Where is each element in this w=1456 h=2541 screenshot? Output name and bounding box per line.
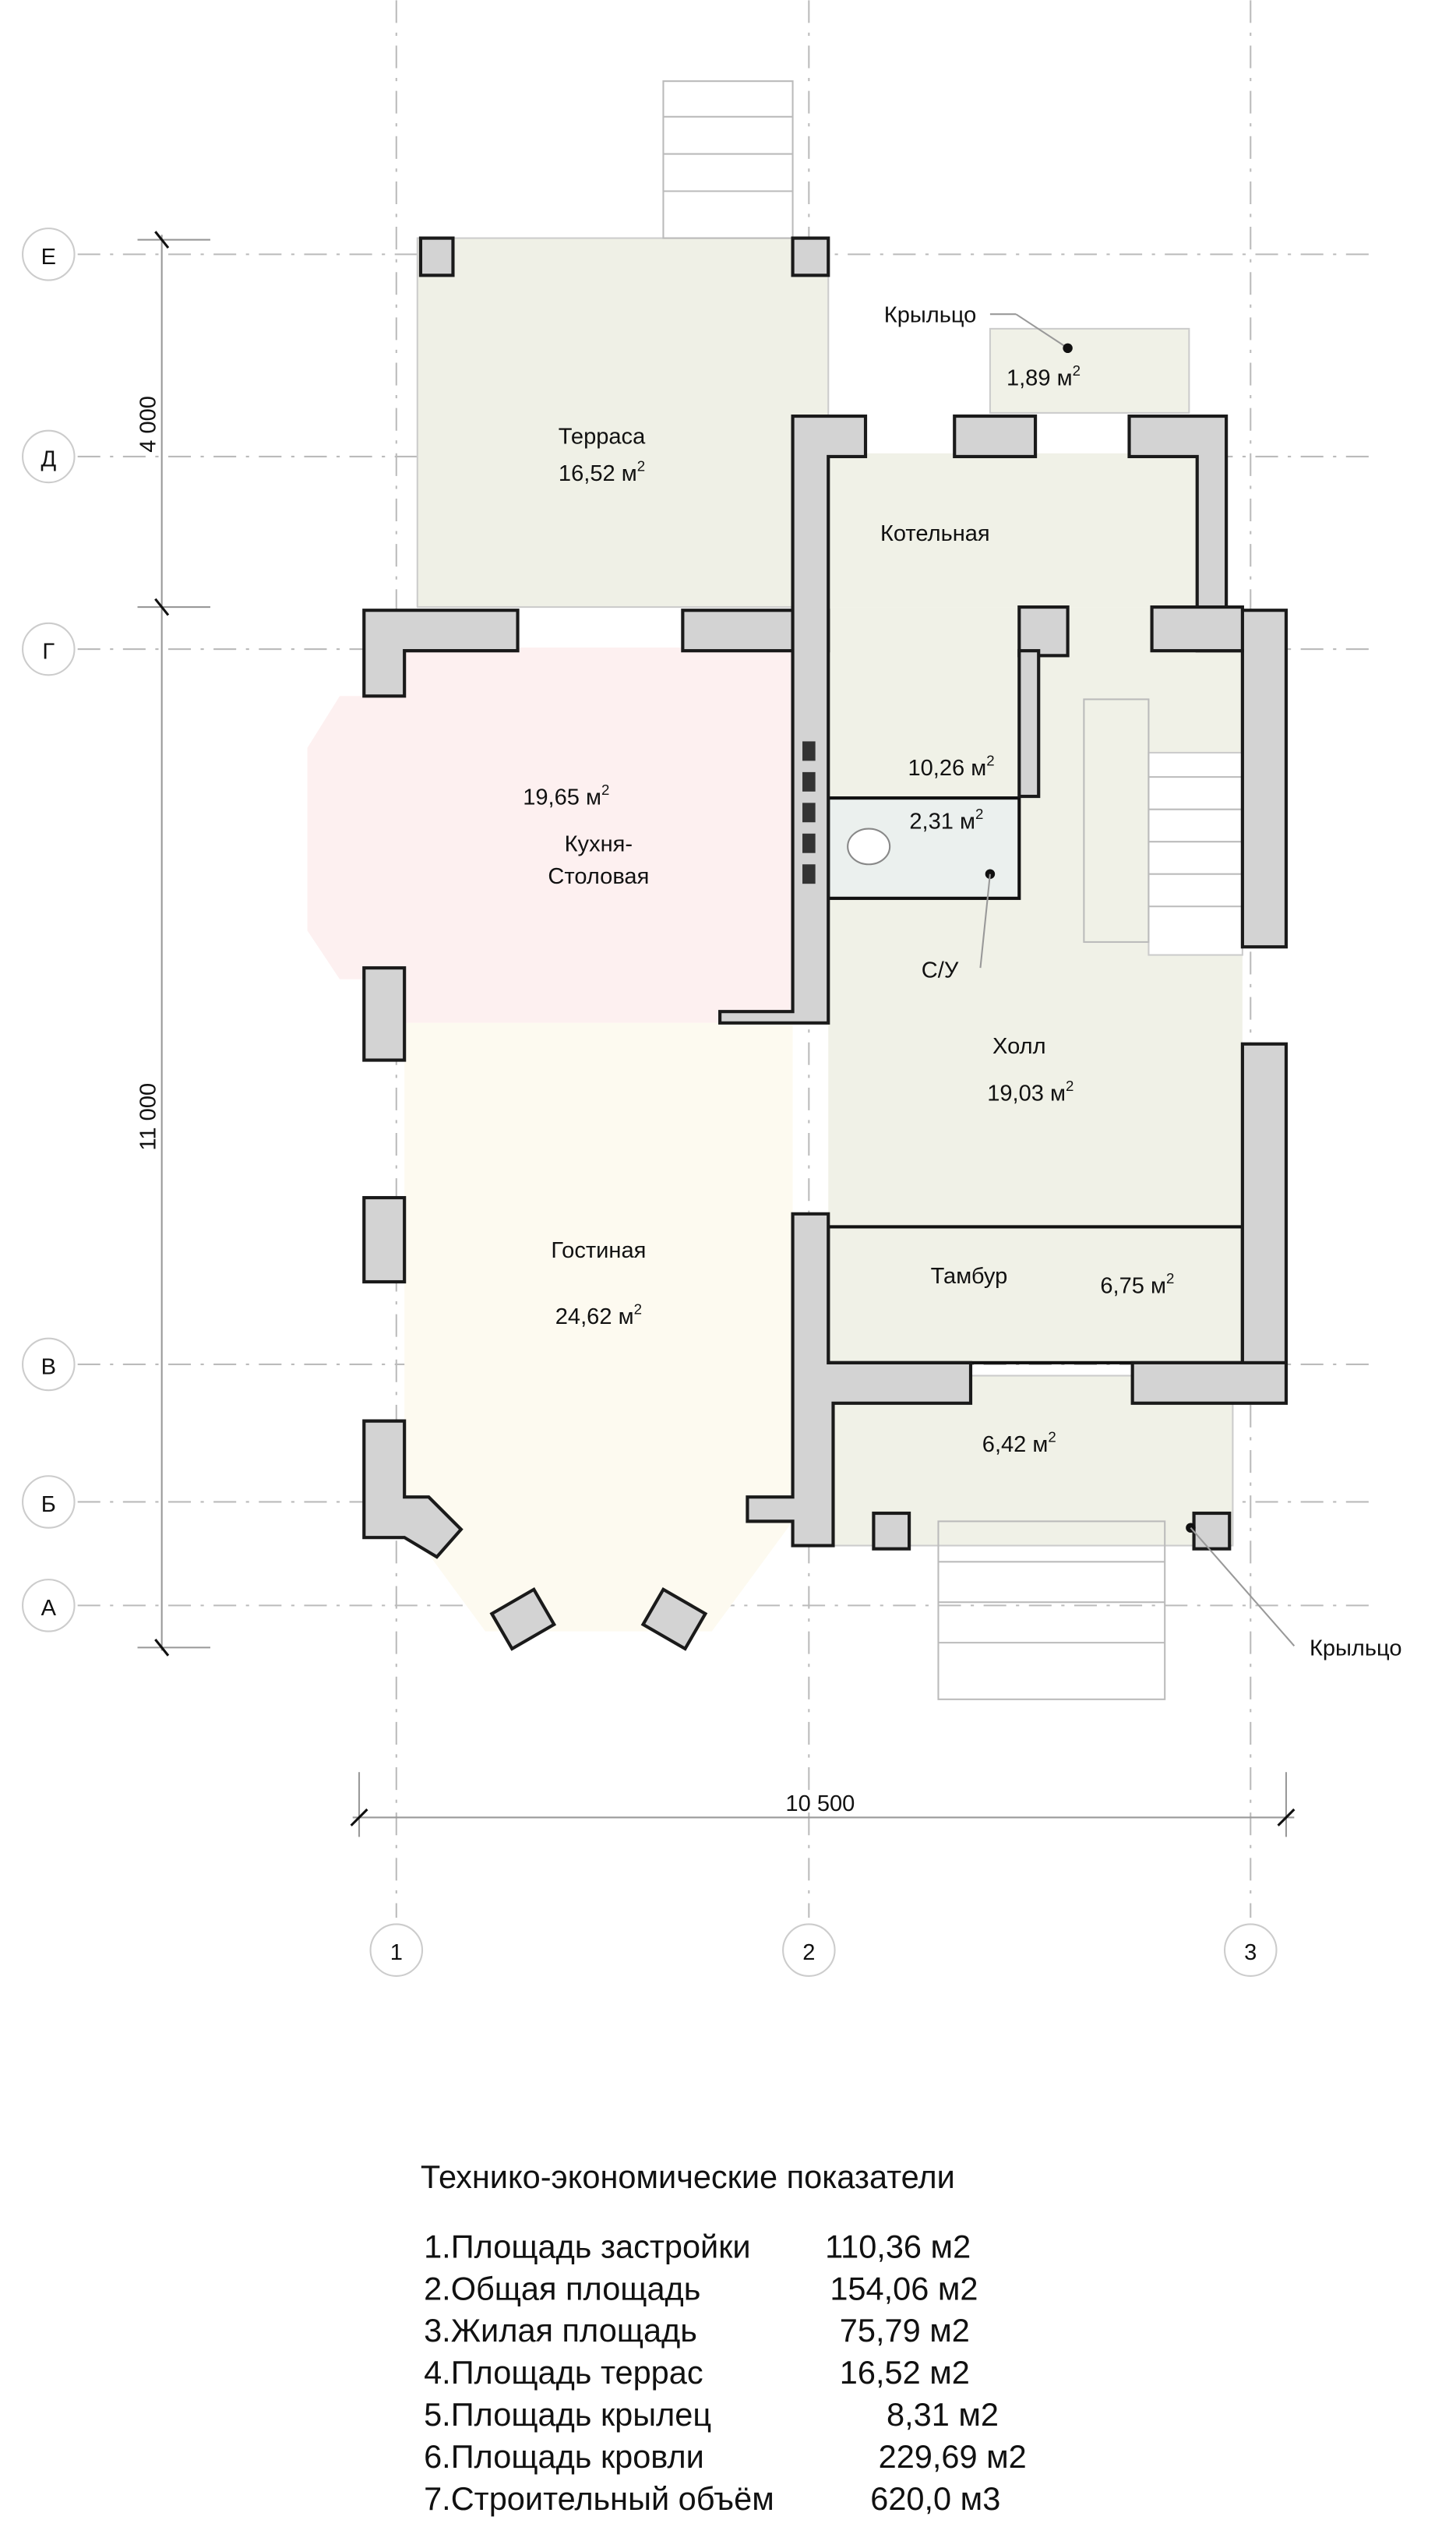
dimension-label: 11 000: [136, 1083, 160, 1151]
table-row-label: 2.Общая площадь: [424, 2270, 700, 2306]
table-row-value: 16,52 м2: [840, 2354, 970, 2391]
dimension-lines: 4 000 11 000 10 500: [136, 231, 1296, 1837]
axis-label: Д: [41, 446, 56, 471]
table-row-value: 8,31 м2: [887, 2396, 999, 2433]
room-name: Холл: [992, 1034, 1046, 1059]
table-row-label: 4.Площадь террас: [424, 2354, 703, 2391]
table-row-label: 7.Строительный объём: [424, 2480, 774, 2517]
room-name: Крыльцо: [884, 303, 977, 328]
room-name: Гостиная: [551, 1238, 646, 1263]
axis-label: В: [41, 1354, 56, 1379]
table-row-label: 3.Жилая площадь: [424, 2312, 697, 2349]
axis-markers: Е Д Г В Б А 1 2 3: [22, 228, 1278, 1977]
room-name: Котельная: [880, 521, 990, 546]
table-row-value: 110,36 м2: [825, 2228, 971, 2264]
axis-label: 1: [390, 1940, 403, 1965]
room-name: Крыльцо: [1310, 1636, 1402, 1661]
room-area: 6,75 м2: [1100, 1270, 1174, 1298]
room-area: 19,65 м2: [523, 782, 609, 810]
room-fills: [307, 237, 1244, 1632]
stairs: [662, 80, 1243, 1700]
room-name: Тамбур: [931, 1264, 1008, 1289]
room-area: 24,62 м2: [555, 1301, 642, 1329]
dimension-label: 10 500: [785, 1791, 855, 1816]
table-row-label: 5.Площадь крылец: [424, 2396, 711, 2433]
table-row-value: 75,79 м2: [840, 2312, 970, 2349]
room-name: С/У: [922, 958, 959, 983]
table-row-value: 154,06 м2: [830, 2270, 978, 2306]
axis-label: Е: [41, 245, 56, 270]
axis-label: 2: [802, 1940, 815, 1965]
room-area: 19,03 м2: [987, 1078, 1073, 1106]
tech-econ-table: Технико-экономические показатели 1.Площа…: [421, 2158, 1027, 2517]
axis-label: Г: [42, 640, 55, 665]
table-title: Технико-экономические показатели: [421, 2158, 955, 2195]
table-row-value: 229,69 м2: [879, 2438, 1027, 2475]
room-labels: Терраса 16,52 м2 Крыльцо 1,89 м2 Котельн…: [523, 303, 1401, 1661]
room-area: 6,42 м2: [982, 1429, 1056, 1457]
room-area: 16,52 м2: [559, 458, 645, 486]
room-area: 10,26 м2: [908, 753, 994, 781]
axis-label: А: [41, 1596, 57, 1621]
room-name: Кухня-: [565, 832, 633, 857]
room-area: 1,89 м2: [1007, 362, 1081, 390]
table-row-value: 620,0 м3: [870, 2480, 1000, 2517]
room-name: Столовая: [548, 864, 649, 889]
table-row-label: 6.Площадь кровли: [424, 2438, 704, 2475]
table-row-label: 1.Площадь застройки: [424, 2228, 751, 2264]
walls: [362, 236, 1289, 1651]
dimension-label: 4 000: [136, 396, 160, 453]
axis-label: Б: [41, 1492, 56, 1517]
room-name: Терраса: [559, 424, 646, 449]
axis-label: 3: [1244, 1940, 1257, 1965]
room-area: 2,31 м2: [909, 806, 983, 834]
